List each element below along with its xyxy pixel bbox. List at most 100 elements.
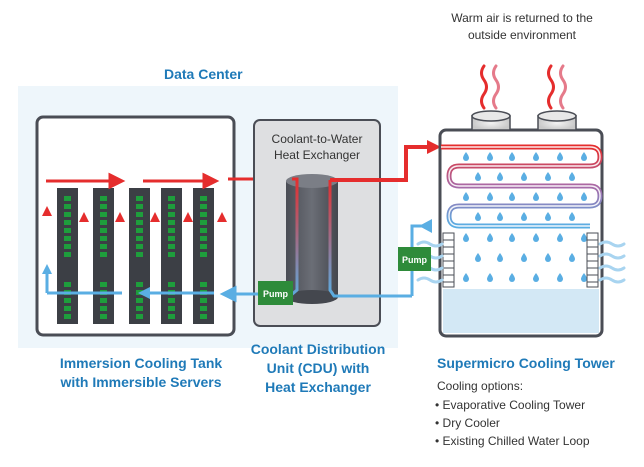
server-led — [64, 244, 71, 249]
server-led — [64, 252, 71, 257]
top-note-line-1: Warm air is returned to the — [451, 11, 593, 25]
water-drop — [509, 192, 515, 201]
water-drop — [521, 212, 527, 221]
water-drop — [463, 152, 469, 161]
water-drop — [475, 253, 481, 262]
server-led — [100, 196, 107, 201]
water-drop — [497, 212, 503, 221]
server-led — [64, 314, 71, 319]
water-drop — [509, 273, 515, 282]
server-led — [64, 306, 71, 311]
water-drop — [463, 233, 469, 242]
server-led — [168, 306, 175, 311]
water-drop — [581, 192, 587, 201]
server-led — [64, 228, 71, 233]
server-led — [64, 204, 71, 209]
server-led — [168, 212, 175, 217]
cdu-label-line-3: Heat Exchanger — [265, 379, 371, 395]
water-drops — [463, 152, 587, 282]
option-item: • Evaporative Cooling Tower — [435, 398, 586, 412]
server-led — [136, 252, 143, 257]
water-drop — [545, 172, 551, 181]
water-drop — [487, 233, 493, 242]
water-drop — [463, 192, 469, 201]
water-drop — [557, 273, 563, 282]
server-led — [64, 282, 71, 287]
cdu-label-line-2: Unit (CDU) with — [266, 360, 370, 376]
cdu-pump-label: Pump — [263, 289, 289, 299]
option-item: • Dry Cooler — [435, 416, 500, 430]
water-drop — [521, 253, 527, 262]
server-led — [136, 196, 143, 201]
server-led — [136, 212, 143, 217]
water-drop — [533, 152, 539, 161]
tower-louver-left — [442, 232, 455, 288]
server-led — [64, 220, 71, 225]
server-led — [100, 252, 107, 257]
server-led — [168, 298, 175, 303]
water-drop — [521, 172, 527, 181]
server-led — [200, 298, 207, 303]
server-led — [168, 244, 175, 249]
water-drop — [533, 233, 539, 242]
server-led — [64, 298, 71, 303]
server-led — [136, 204, 143, 209]
server-led — [100, 282, 107, 287]
riser-arrowheads — [42, 206, 227, 222]
server-led — [100, 228, 107, 233]
server-led — [200, 244, 207, 249]
cdu-label-line-1: Coolant Distribution — [250, 341, 386, 357]
heat-waves-right-icon — [547, 64, 567, 110]
data-center-title: Data Center — [164, 66, 243, 82]
water-drop — [509, 233, 515, 242]
hot-pipe-arrowhead — [427, 140, 441, 154]
server-led — [136, 306, 143, 311]
server-led — [64, 196, 71, 201]
option-item: • Existing Chilled Water Loop — [435, 434, 590, 448]
options-list: • Evaporative Cooling Tower • Dry Cooler… — [435, 396, 590, 450]
server-led — [200, 252, 207, 257]
server-led — [136, 228, 143, 233]
water-drop — [545, 253, 551, 262]
server-led — [200, 306, 207, 311]
water-drop — [581, 273, 587, 282]
server-led — [136, 314, 143, 319]
water-drop — [475, 212, 481, 221]
water-drop — [533, 273, 539, 282]
water-drop — [533, 192, 539, 201]
cdu-label: Coolant Distribution Unit (CDU) with Hea… — [236, 340, 400, 397]
server-led — [136, 282, 143, 287]
cdu-pump: Pump — [258, 281, 293, 305]
tower-pump: Pump — [398, 247, 431, 271]
tower-fan-left — [471, 110, 511, 131]
hot-flow-top-arrows — [46, 172, 220, 190]
water-drop — [557, 152, 563, 161]
top-note: Warm air is returned to the outside envi… — [412, 10, 632, 44]
hot-pipe-cdu-to-tower — [330, 145, 428, 182]
heat-waves-left-icon — [480, 64, 500, 110]
tower-water-basin — [443, 289, 599, 333]
server-led — [100, 314, 107, 319]
cool-flow-arrowheads — [42, 264, 150, 299]
server-led — [168, 204, 175, 209]
water-drop — [487, 192, 493, 201]
water-drop — [487, 152, 493, 161]
coolant-riser-arrows — [45, 214, 224, 275]
cool-pipe-arrowhead — [419, 219, 432, 233]
tank-label-line-2: with Immersible Servers — [60, 374, 222, 390]
server-led — [168, 282, 175, 287]
water-drop — [487, 273, 493, 282]
server-led — [200, 282, 207, 287]
water-drop — [581, 152, 587, 161]
options-heading: Cooling options: — [437, 379, 524, 393]
server-led — [168, 196, 175, 201]
server-led — [100, 306, 107, 311]
server-led — [200, 204, 207, 209]
server-led — [168, 314, 175, 319]
server-led — [200, 212, 207, 217]
server-led — [200, 228, 207, 233]
tower-coil-inner — [441, 146, 601, 227]
server-led — [168, 220, 175, 225]
server-led — [100, 212, 107, 217]
